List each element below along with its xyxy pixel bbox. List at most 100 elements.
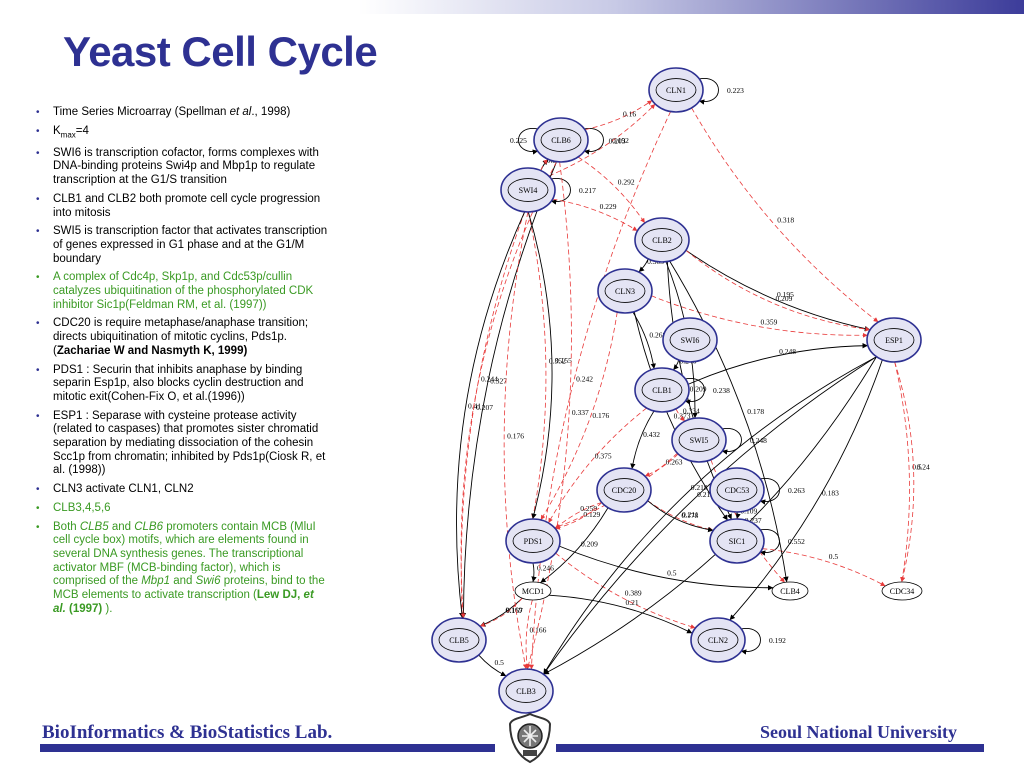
node-clb4[interactable]: CLB4 xyxy=(771,581,809,601)
node-esp1[interactable]: ESP1 xyxy=(866,317,922,363)
edge-line xyxy=(543,356,877,675)
slide-title: Yeast Cell Cycle xyxy=(63,28,378,75)
edge-line xyxy=(548,594,693,634)
edge-line xyxy=(647,500,714,533)
edge-esp1-cdc34: 0.5 xyxy=(894,361,922,583)
edge-weight-label: 0.178 xyxy=(681,511,698,520)
node-ellipse xyxy=(604,279,646,303)
bullet-text: max xyxy=(60,130,76,139)
bullet-text: CLB1 and CLB2 both promote cell cycle pr… xyxy=(53,192,321,219)
edge-weight-label: 0.337 xyxy=(572,408,589,417)
edge-clb1-esp1: 0.248 xyxy=(687,343,868,385)
edge-cdc53-cdc53: 0.263 xyxy=(759,478,805,505)
node-label: CLN2 xyxy=(708,636,728,645)
node-clb2[interactable]: CLB2 xyxy=(634,217,690,263)
node-cdc20[interactable]: CDC20 xyxy=(596,467,652,513)
edge-weight-label: 0.5 xyxy=(829,552,839,561)
node-mcd1[interactable]: MCD1 xyxy=(514,581,552,601)
edge-line xyxy=(460,161,557,619)
edge-line xyxy=(638,258,649,273)
edge-pds1-mcd1: 0.246 xyxy=(531,562,554,583)
top-gradient-bar xyxy=(0,0,1024,14)
node-ellipse xyxy=(438,628,480,652)
node-sic1[interactable]: SIC1 xyxy=(709,518,765,564)
edge-weight-label: 0.167 xyxy=(506,606,523,615)
node-ellipse xyxy=(507,178,549,202)
edge-weight-label: 0.192 xyxy=(612,136,629,145)
bullet-text: CLB5 xyxy=(79,520,109,533)
node-pds1[interactable]: PDS1 xyxy=(505,518,561,564)
node-label: CDC34 xyxy=(890,587,914,596)
node-ellipse xyxy=(716,529,758,553)
node-cln1[interactable]: CLN1 xyxy=(648,67,704,113)
node-ellipse xyxy=(540,128,582,152)
edge-line xyxy=(552,198,638,232)
edge-clb6-clb2: 0.292 xyxy=(577,156,646,224)
edge-clb6-cln1: 0.16 xyxy=(584,100,653,131)
edge-weight-label: 0.176 xyxy=(592,411,609,420)
edge-line xyxy=(684,378,705,405)
edge-clb2-esp1: 0.195 xyxy=(685,249,871,332)
node-ellipse xyxy=(655,78,697,102)
edge-line xyxy=(460,161,557,619)
bullet-item: CDC20 is require metaphase/anaphase tran… xyxy=(36,317,328,358)
edge-weight-label: 0.223 xyxy=(727,86,744,95)
edge-line xyxy=(740,628,761,655)
node-ellipse xyxy=(881,581,923,601)
bullet-text: et al xyxy=(229,106,252,118)
node-cln3[interactable]: CLN3 xyxy=(597,268,653,314)
edge-esp1-clb3: 0.217 xyxy=(543,356,877,675)
node-label: SWI4 xyxy=(519,186,538,195)
bullet-text: PDS1 : Securin that inhibits anaphase by… xyxy=(53,363,304,403)
node-label: PDS1 xyxy=(524,537,543,546)
edge-line xyxy=(559,545,774,591)
node-swi4[interactable]: SWI4 xyxy=(500,167,556,213)
edge-weight-label: 0.5 xyxy=(494,658,504,667)
node-cln2[interactable]: CLN2 xyxy=(690,617,746,663)
edge-clb5-clb3: 0.5 xyxy=(478,654,507,677)
edge-weight-label: 0.238 xyxy=(713,386,730,395)
node-clb1[interactable]: CLB1 xyxy=(634,367,690,413)
bullet-text: Swi6 xyxy=(195,575,221,588)
bullet-text: CLN3 activate CLN1, CLN2 xyxy=(53,483,194,496)
edge-cln3-clb1: 0.268 xyxy=(632,311,666,370)
edge-weight-label: 0.155 xyxy=(555,356,572,365)
edge-weight-label: 0.218 xyxy=(691,483,708,492)
node-ellipse xyxy=(641,378,683,402)
bullet-text: ). xyxy=(102,602,113,615)
footer-university-name: Seoul National University xyxy=(760,722,958,742)
bullet-text: =4 xyxy=(75,124,89,137)
edge-line xyxy=(526,161,572,670)
edge-clb6-clb3: 0.337 xyxy=(526,161,589,670)
edge-line xyxy=(644,453,679,477)
edge-weight-label: 0.183 xyxy=(822,489,839,498)
edge-line xyxy=(672,359,680,371)
edge-weight-label: 0.237 xyxy=(745,516,762,525)
node-swi6[interactable]: SWI6 xyxy=(662,317,718,363)
edge-weight-label: 0.195 xyxy=(777,290,794,299)
node-cdc34[interactable]: CDC34 xyxy=(881,581,923,601)
edge-line xyxy=(762,548,886,587)
bullet-item: A complex of Cdc4p, Skp1p, and Cdc53p/cu… xyxy=(36,271,328,312)
node-clb3[interactable]: CLB3 xyxy=(498,668,554,714)
node-swi5[interactable]: SWI5 xyxy=(671,417,727,463)
edge-cdc20-sic1: 0.178 xyxy=(647,500,714,533)
edge-line xyxy=(527,211,553,520)
bullet-text: and xyxy=(170,575,196,588)
node-clb6[interactable]: CLB6 xyxy=(533,117,589,163)
bullet-text: CLB6 xyxy=(134,520,163,533)
edge-pds1-clb4: 0.5 xyxy=(559,545,774,591)
node-label: CLN1 xyxy=(666,86,686,95)
node-label: ESP1 xyxy=(885,336,903,345)
edge-cln1-cln1: 0.223 xyxy=(698,78,744,105)
node-clb5[interactable]: CLB5 xyxy=(431,617,487,663)
footer-lab-name: BioInformatics & BioStatistics Lab. xyxy=(42,722,333,743)
edge-line xyxy=(527,211,547,520)
edge-line xyxy=(691,107,879,323)
edge-line xyxy=(548,407,647,524)
node-ellipse xyxy=(678,428,720,452)
edge-line xyxy=(540,159,549,171)
node-cdc53[interactable]: CDC53 xyxy=(709,467,765,513)
edge-cln2-cln2: 0.192 xyxy=(740,628,786,655)
bullet-text: (1997) xyxy=(65,602,103,615)
